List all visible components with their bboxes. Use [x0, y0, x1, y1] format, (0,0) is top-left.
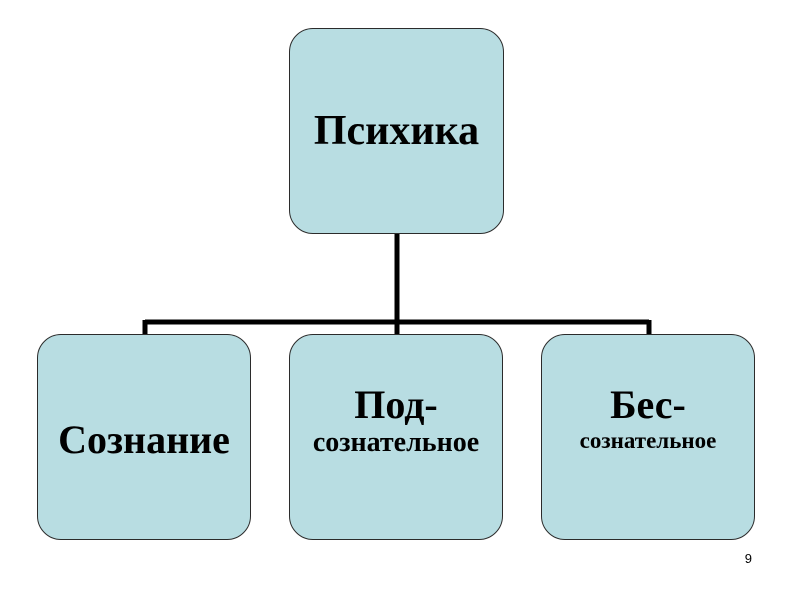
- child-node-consciousness-label: Сознание: [58, 416, 230, 462]
- child-node-subconscious-line1: Под-: [354, 382, 438, 427]
- root-node: Психика: [289, 28, 504, 234]
- page-number: 9: [744, 551, 752, 566]
- child-node-unconscious-line2: сознательное: [579, 428, 717, 453]
- child-node-consciousness: Сознание: [37, 334, 251, 540]
- child-node-subconscious: Под- сознательное: [289, 334, 503, 540]
- child-node-unconscious-line1: Бес-: [610, 382, 686, 427]
- root-node-label: Психика: [313, 108, 480, 154]
- child-node-subconscious-line2: сознательное: [312, 427, 480, 458]
- child-node-unconscious: Бес- сознательное: [541, 334, 755, 540]
